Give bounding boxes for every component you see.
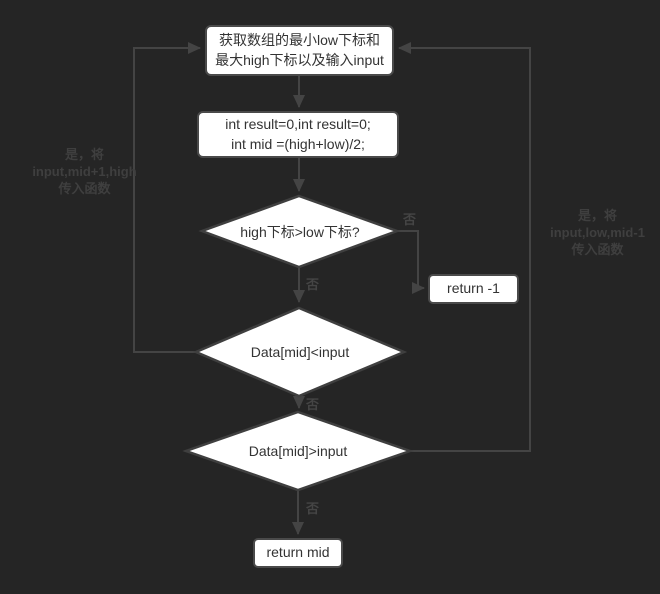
left-yes-annotation-line1: 是，将 — [64, 147, 104, 162]
no-label-below-decision2: 否 — [306, 397, 320, 412]
start-box: 获取数组的最小low下标和 最大high下标以及输入input — [205, 25, 394, 76]
init-box-line1: int result=0,int result=0; — [225, 115, 371, 132]
no-label-right-of-decision1: 否 — [403, 212, 417, 227]
return-mid-label: return mid — [266, 544, 330, 561]
left-yes-annotation: 是，将 input,mid+1,high 传入函数 — [12, 146, 157, 197]
init-box: int result=0,int result=0; int mid =(hig… — [197, 111, 399, 158]
left-yes-annotation-line2: input,mid+1,high — [32, 164, 137, 179]
decision2-diamond — [192, 306, 408, 398]
return-neg1-box: return -1 — [428, 274, 519, 304]
no-label-below-decision1: 否 — [306, 277, 320, 292]
edge-decision1-no-to-return-neg1 — [397, 230, 425, 294]
decision1-diamond — [198, 194, 401, 269]
edge-decision3-yes-loopback-to-start — [398, 42, 531, 452]
right-yes-annotation-line3: 传入函数 — [571, 242, 624, 257]
decision3-diamond — [182, 410, 414, 492]
return-neg1-label: return -1 — [447, 280, 500, 297]
left-yes-annotation-line3: 传入函数 — [58, 181, 111, 196]
right-yes-annotation-line1: 是，将 — [577, 208, 617, 223]
right-yes-annotation: 是，将 input,low,mid-1 传入函数 — [525, 207, 660, 258]
start-box-line1: 获取数组的最小low下标和 — [218, 31, 380, 48]
init-box-line2: int mid =(high+low)/2; — [231, 135, 365, 152]
no-label-below-decision3: 否 — [306, 501, 320, 516]
edge-decision2-yes-loopback-to-start — [133, 42, 201, 353]
return-mid-box: return mid — [253, 538, 343, 568]
right-yes-annotation-line2: input,low,mid-1 — [550, 225, 645, 240]
start-box-line2: 最大high下标以及输入input — [215, 51, 384, 68]
